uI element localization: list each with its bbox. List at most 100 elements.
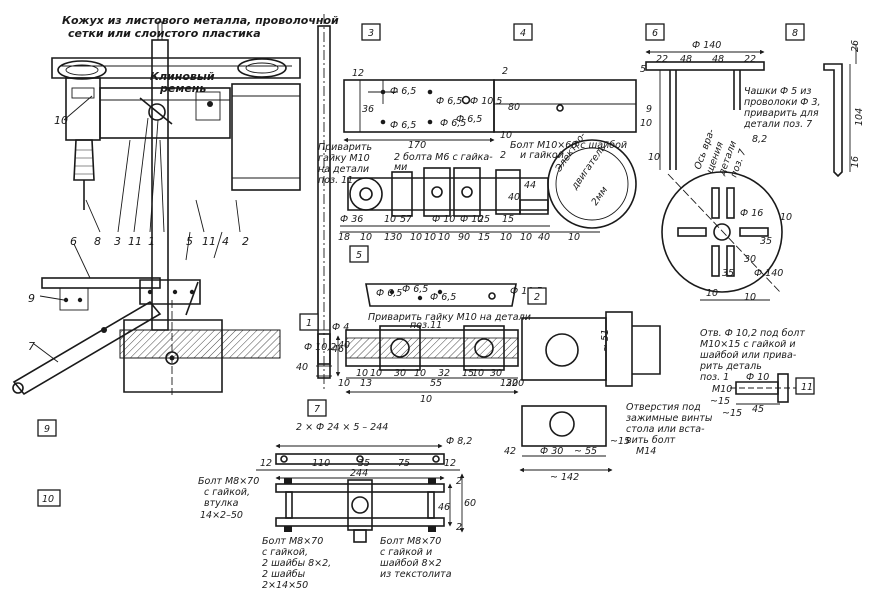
part1-dim-f4: Ф 4 xyxy=(332,322,349,333)
svg-text:8: 8 xyxy=(94,235,101,248)
svg-text:5: 5 xyxy=(640,64,646,75)
svg-text:2: 2 xyxy=(456,522,462,533)
bolt-bushing-note-1: Болт М8×70 xyxy=(198,476,259,487)
svg-text:11: 11 xyxy=(801,382,813,393)
clamp-assembly xyxy=(519,311,661,473)
svg-text:32: 32 xyxy=(438,368,450,379)
svg-text:45: 45 xyxy=(752,404,764,415)
part-5-arm xyxy=(340,139,637,233)
svg-text:3: 3 xyxy=(368,28,374,39)
cups-note-3: приварить для xyxy=(744,108,819,119)
svg-text:130: 130 xyxy=(500,378,518,389)
bolt-bushing-note-4: 14×2–50 xyxy=(200,510,243,521)
svg-text:9: 9 xyxy=(44,424,50,435)
svg-text:10: 10 xyxy=(424,232,436,243)
svg-text:10: 10 xyxy=(568,232,580,243)
detail-box-6: 6 xyxy=(645,23,665,41)
svg-text:Ф 6,5: Ф 6,5 xyxy=(390,120,416,131)
svg-text:6: 6 xyxy=(652,28,658,39)
detail-box-2: 2 xyxy=(527,287,547,305)
part-11-screw xyxy=(730,373,800,405)
svg-text:10: 10 xyxy=(706,288,718,299)
weld-nut-note-a-1: Приварить xyxy=(318,142,372,153)
svg-text:Ф 6,5: Ф 6,5 xyxy=(376,288,402,299)
part11-dims: Ф 10 М10 ~15 45 ~15 xyxy=(710,372,769,419)
detail-box-5: 5 xyxy=(349,245,369,263)
svg-text:10: 10 xyxy=(384,214,396,225)
svg-text:10: 10 xyxy=(420,394,432,405)
svg-text:Ф 8,2: Ф 8,2 xyxy=(446,436,472,447)
svg-text:22: 22 xyxy=(656,54,668,65)
clamp-holes-note-3: стола или вста- xyxy=(626,424,705,435)
part-2-bar xyxy=(345,283,519,395)
svg-text:44: 44 xyxy=(524,180,536,191)
weld-nut-note-b-2: поз.11 xyxy=(410,320,442,331)
part-6-bracket xyxy=(645,49,765,170)
clamp-holes-note-4: вить болт xyxy=(626,435,676,446)
part1-dim-40: 40 xyxy=(296,362,308,373)
svg-text:57: 57 xyxy=(400,214,412,225)
svg-text:220: 220 xyxy=(506,378,524,389)
belt-note-line2: ремень xyxy=(159,82,206,95)
detail-box-8: 8 xyxy=(785,23,805,41)
svg-text:40: 40 xyxy=(508,192,520,203)
svg-text:~ 55: ~ 55 xyxy=(574,446,597,457)
svg-text:60: 60 xyxy=(464,498,476,509)
detail-box-10: 10 xyxy=(37,489,61,507)
svg-text:М10: М10 xyxy=(712,384,732,395)
svg-text:12: 12 xyxy=(444,458,456,469)
main-assembly-view xyxy=(12,21,301,396)
boxed-detail-numbers: 1 2 3 4 5 6 7 8 9 10 11 xyxy=(37,23,815,507)
svg-text:Ф 10: Ф 10 xyxy=(746,372,769,383)
svg-text:90: 90 xyxy=(458,232,470,243)
part2-dims: Ф 6,5 Ф 6,5 Ф 6,5 Ф 10,5 40 10 10 30 10 … xyxy=(338,284,542,405)
svg-text:10: 10 xyxy=(370,368,382,379)
svg-text:30: 30 xyxy=(490,368,502,379)
svg-text:48: 48 xyxy=(712,54,724,65)
svg-text:15: 15 xyxy=(478,232,490,243)
svg-text:10: 10 xyxy=(360,232,372,243)
parts-9-10-dims: 2 × Ф 24 × 5 – 244 Ф 8,2 12 110 35 75 12… xyxy=(260,422,476,533)
part1-dim-46: 46 xyxy=(332,344,344,355)
svg-text:Ф 6,5: Ф 6,5 xyxy=(430,292,456,303)
part-8-profile xyxy=(823,44,857,178)
svg-text:10: 10 xyxy=(780,212,792,223)
svg-text:Ф 6,5: Ф 6,5 xyxy=(390,86,416,97)
base-block xyxy=(123,319,223,393)
svg-text:36: 36 xyxy=(362,104,374,115)
motor-2mm: 2мм xyxy=(589,185,610,208)
svg-text:Ф 6,5: Ф 6,5 xyxy=(440,118,466,129)
svg-text:15: 15 xyxy=(502,214,514,225)
svg-text:12: 12 xyxy=(352,68,364,79)
part-7-disc xyxy=(661,171,783,301)
drill-chuck xyxy=(73,139,95,181)
belt-note-line1: Клиновый xyxy=(150,70,215,83)
svg-text:2: 2 xyxy=(500,150,506,161)
clamp-holes-note-1: Отверстия под xyxy=(626,402,701,413)
clamp-holes-note-5: М14 xyxy=(636,446,656,457)
svg-text:Ф 6,5: Ф 6,5 xyxy=(456,114,482,125)
svg-text:40: 40 xyxy=(338,340,350,351)
svg-text:Ф 6,5: Ф 6,5 xyxy=(402,284,428,295)
casing-cover xyxy=(51,57,301,79)
parts-9-10-bracket xyxy=(256,443,465,543)
part1-dim-dia: Ф 10,2 xyxy=(304,342,336,353)
svg-text:244: 244 xyxy=(350,468,368,479)
svg-text:10: 10 xyxy=(520,232,532,243)
svg-text:Ф 6,5: Ф 6,5 xyxy=(436,96,462,107)
svg-text:Ф 30: Ф 30 xyxy=(540,446,563,457)
svg-text:10: 10 xyxy=(438,232,450,243)
svg-text:6: 6 xyxy=(70,235,77,248)
svg-text:42: 42 xyxy=(504,446,516,457)
detail-box-1: 1 xyxy=(299,313,319,331)
svg-text:~ 51: ~ 51 xyxy=(600,329,611,352)
svg-text:18: 18 xyxy=(338,232,350,243)
svg-text:35: 35 xyxy=(722,268,734,279)
svg-text:Ф 36: Ф 36 xyxy=(340,214,363,225)
motor-body xyxy=(231,83,301,191)
svg-text:Ф 140: Ф 140 xyxy=(692,40,721,51)
svg-text:Ф 10,5: Ф 10,5 xyxy=(510,286,542,297)
cups-note-2: проволоки Ф 3, xyxy=(744,97,821,108)
svg-text:10: 10 xyxy=(410,232,422,243)
